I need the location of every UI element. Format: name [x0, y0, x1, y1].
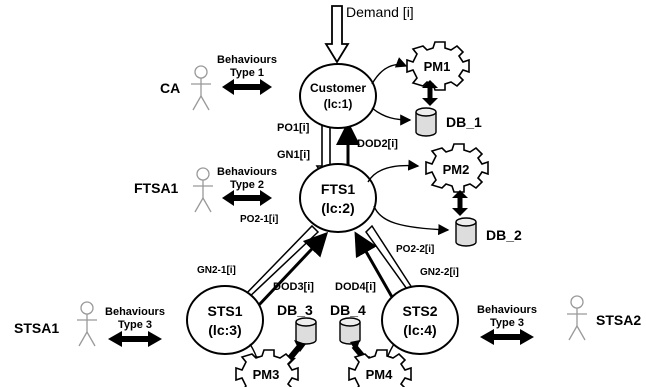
- node-customer-name: Customer: [310, 81, 366, 95]
- agent-stsa2-icon: [567, 295, 587, 341]
- agent-stsa1-label: STSA1: [14, 320, 59, 336]
- db2-label: DB_2: [486, 227, 522, 243]
- flow-dod2: DOD2[i]: [357, 138, 398, 150]
- flow-gn2-1: GN2-1[i]: [197, 265, 236, 276]
- flow-gn2-2: GN2-2[i]: [420, 267, 459, 278]
- flow-dod3: DOD3[i]: [273, 281, 314, 293]
- agent-ca-label: CA: [160, 80, 180, 96]
- node-fts1-name: FTS1: [321, 181, 355, 197]
- behaviour-t3a-line2: Type 3: [118, 319, 152, 331]
- flow-gn1: GN1[i]: [277, 149, 310, 161]
- behaviour-t3a-arrow: [108, 331, 162, 347]
- agent-stsa2-label: STSA2: [596, 312, 641, 328]
- behaviour-t2-arrow: [222, 190, 272, 206]
- pm1-label: PM1: [424, 59, 451, 74]
- pm2-db2-link: [452, 190, 468, 216]
- db1-database-icon: [415, 107, 437, 137]
- node-sts2: STS2 (lc:4): [381, 285, 459, 355]
- behaviour-t3b-arrow: [480, 329, 534, 345]
- node-customer: Customer (lc:1): [299, 63, 377, 129]
- demand-arrow: [324, 5, 350, 64]
- pm1-db1-link: [422, 80, 438, 106]
- node-sts1-name: STS1: [207, 303, 242, 319]
- node-fts1-lc: (lc:2): [321, 200, 354, 216]
- node-fts1: FTS1 (lc:2): [299, 163, 377, 233]
- demand-label: Demand [i]: [346, 4, 414, 20]
- db3-label: DB_3: [277, 302, 313, 318]
- behaviour-t1-line1: Behaviours: [217, 54, 277, 66]
- agent-stsa1-icon: [77, 301, 97, 347]
- db4-label: DB_4: [330, 302, 366, 318]
- node-sts2-name: STS2: [402, 303, 437, 319]
- db3-database-icon: [295, 317, 317, 345]
- flow-po1: PO1[i]: [277, 122, 310, 134]
- node-sts1: STS1 (lc:3): [186, 285, 264, 355]
- behaviour-t1-line2: Type 1: [230, 67, 264, 79]
- flow-po2-1: PO2-1[i]: [240, 214, 278, 225]
- node-sts2-lc: (lc:4): [403, 322, 436, 338]
- behaviour-t3b-line1: Behaviours: [477, 304, 537, 316]
- flow-dod4: DOD4[i]: [335, 281, 376, 293]
- behaviour-t2-line2: Type 2: [230, 179, 264, 191]
- db4-database-icon: [339, 317, 361, 345]
- pm2-label: PM2: [443, 162, 470, 177]
- pm4-label: PM4: [366, 367, 394, 382]
- agent-ftsa1-label: FTSA1: [134, 180, 179, 196]
- agent-ca-icon: [191, 65, 211, 111]
- behaviour-t1-arrow: [222, 79, 272, 95]
- behaviour-t3b-line2: Type 3: [490, 317, 524, 329]
- agent-ftsa1-icon: [193, 167, 213, 213]
- pm3-label: PM3: [253, 367, 280, 382]
- flow-po2-2: PO2-2[i]: [396, 244, 434, 255]
- node-sts1-lc: (lc:3): [208, 322, 241, 338]
- db2-database-icon: [455, 217, 477, 247]
- behaviour-t2-line1: Behaviours: [217, 166, 277, 178]
- db1-label: DB_1: [446, 114, 482, 130]
- node-customer-lc: (lc:1): [324, 97, 353, 111]
- behaviour-t3a-line1: Behaviours: [105, 306, 165, 318]
